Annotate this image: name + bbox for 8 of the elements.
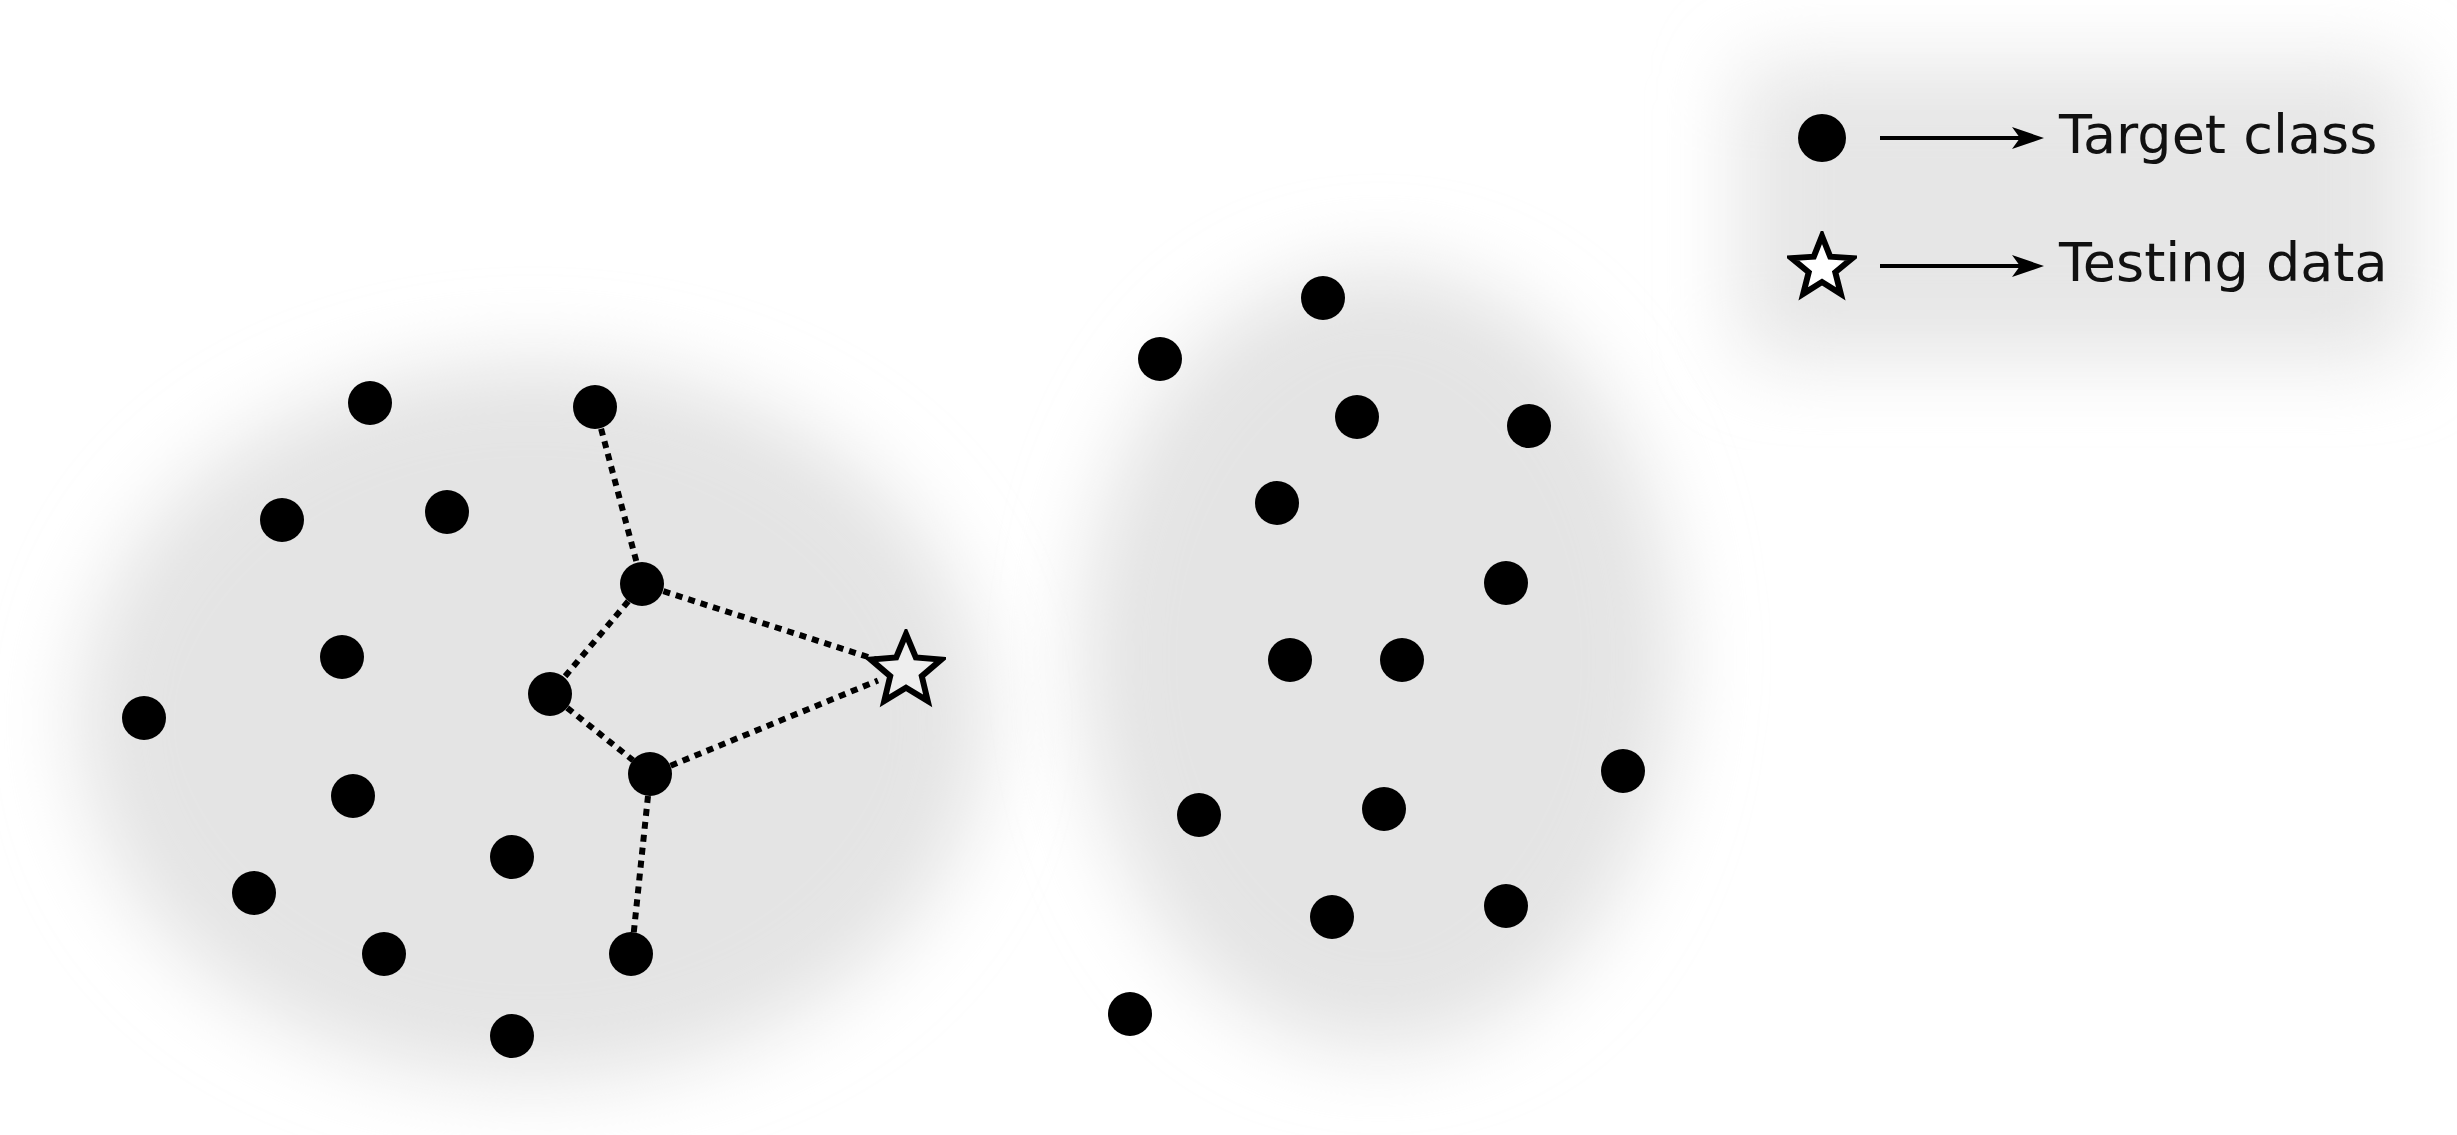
- legend-label: Target class: [2059, 107, 2378, 162]
- dotted-line: [561, 599, 631, 680]
- legend-label: Testing data: [2059, 236, 2388, 291]
- dotted-line: [669, 677, 880, 769]
- dotted-line: [630, 795, 651, 933]
- dotted-line: [565, 705, 635, 763]
- star-point: [865, 629, 946, 710]
- dotted-line: [598, 427, 640, 564]
